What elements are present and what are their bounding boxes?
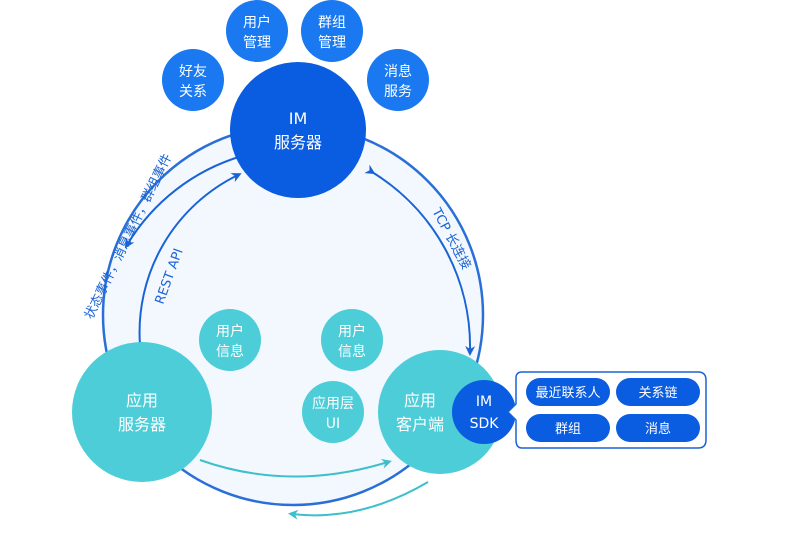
friend-rel-line2: 关系 (179, 84, 207, 100)
rest-api-arc (138, 173, 242, 346)
events-arc (124, 155, 243, 249)
app-server-node: 应用 服务器 (72, 342, 212, 482)
feature-label-group: 群组 (555, 422, 581, 437)
app-server-line2: 服务器 (118, 415, 166, 434)
user-mgmt-line2: 管理 (243, 35, 271, 51)
app-client-node: 应用 客户端 (378, 350, 502, 474)
bottom-arc-inner (199, 458, 392, 478)
feature-pill-relation-chain (616, 378, 700, 406)
feature-label-message: 消息 (645, 421, 671, 437)
app-ui-node: 应用层 UI (302, 381, 364, 443)
feature-label-relation-chain: 关系链 (638, 386, 677, 401)
app-ui-line1: 应用层 (312, 395, 354, 412)
feature-pill-recent-contacts (526, 378, 610, 406)
tcp-arc (364, 164, 476, 356)
user-info-1-line1: 用户 (216, 323, 244, 340)
friend-rel-line1: 好友 (179, 64, 207, 80)
feature-pill-group (526, 414, 610, 442)
user-info-1-line2: 信息 (216, 343, 244, 360)
group-mgmt-node: 群组 管理 (301, 0, 363, 62)
friend-rel-node: 好友 关系 (162, 49, 224, 111)
app-server-line1: 应用 (126, 391, 158, 410)
user-info-2-line1: 用户 (338, 323, 366, 340)
group-mgmt-line1: 群组 (318, 15, 346, 31)
app-client-line1: 应用 (404, 391, 436, 410)
im-server-line1: IM (289, 109, 308, 128)
group-mgmt-line2: 管理 (318, 35, 346, 51)
msg-service-line1: 消息 (384, 63, 412, 80)
im-sdk-node: IM SDK (452, 380, 516, 444)
user-info-node-2: 用户 信息 (321, 309, 383, 371)
msg-service-node: 消息 服务 (367, 49, 429, 111)
im-sdk-line1: IM (476, 394, 492, 410)
feature-label-recent-contacts: 最近联系人 (535, 386, 600, 401)
bottom-arc-outer (288, 481, 429, 520)
im-server-line2: 服务器 (274, 133, 322, 152)
user-mgmt-line1: 用户 (243, 14, 271, 31)
im-sdk-line2: SDK (470, 416, 500, 432)
user-info-2-line2: 信息 (338, 343, 366, 360)
im-server-node: IM 服务器 (230, 62, 366, 198)
user-mgmt-node: 用户 管理 (226, 0, 288, 62)
app-client-line2: 客户端 (396, 415, 444, 434)
msg-service-line2: 服务 (384, 84, 412, 100)
app-ui-line2: UI (326, 416, 340, 432)
sdk-feature-panel: 最近联系人 关系链 群组 消息 (506, 371, 707, 449)
user-info-node-1: 用户 信息 (199, 309, 261, 371)
feature-pill-message (616, 414, 700, 442)
